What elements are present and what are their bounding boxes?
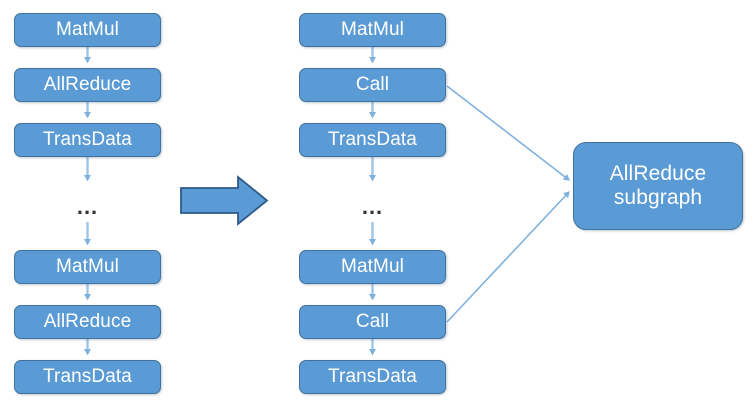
node-left-transdata-1[interactable]: TransData xyxy=(14,123,161,157)
connector-call1-to-subgraph xyxy=(446,85,570,181)
node-allreduce-subgraph[interactable]: AllReduce subgraph xyxy=(573,142,743,230)
connector-call2-to-subgraph xyxy=(446,191,570,323)
node-mid-call-2[interactable]: Call xyxy=(299,305,446,339)
node-left-matmul-2[interactable]: MatMul xyxy=(14,250,161,284)
subgraph-label-line2: subgraph xyxy=(613,186,703,209)
node-mid-matmul-1[interactable]: MatMul xyxy=(299,13,446,47)
node-left-matmul-1[interactable]: MatMul xyxy=(14,13,161,47)
node-mid-call-1[interactable]: Call xyxy=(299,68,446,102)
node-mid-matmul-2[interactable]: MatMul xyxy=(299,250,446,284)
subgraph-label-line1: AllReduce xyxy=(609,161,707,185)
node-left-allreduce-2[interactable]: AllReduce xyxy=(14,305,161,339)
node-left-allreduce-1[interactable]: AllReduce xyxy=(14,68,161,102)
ellipsis-mid: ... xyxy=(361,194,384,219)
ellipsis-left: ... xyxy=(76,194,99,219)
node-mid-transdata-2[interactable]: TransData xyxy=(299,360,446,394)
transform-arrow-icon xyxy=(180,175,269,226)
node-mid-transdata-1[interactable]: TransData xyxy=(299,123,446,157)
node-left-transdata-2[interactable]: TransData xyxy=(14,360,161,394)
